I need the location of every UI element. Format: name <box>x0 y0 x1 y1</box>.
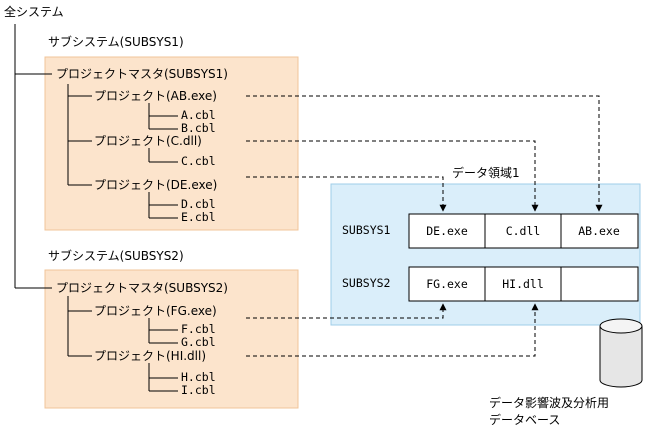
subsystem-2-label: サブシステム(SUBSYS2) <box>48 249 184 263</box>
project-c-label: プロジェクト(C.dll) <box>94 134 202 148</box>
data-cell-hi-dll: HI.dll <box>502 277 544 291</box>
file-g: G.cbl <box>181 335 216 349</box>
data-cell-c-dll: C.dll <box>505 224 541 238</box>
database-label-line1: データ影響波及分析用 <box>489 396 610 410</box>
data-cell-ab-exe: AB.exe <box>578 224 620 238</box>
subsystem-1-label: サブシステム(SUBSYS1) <box>48 35 184 49</box>
data-area-title: データ領域1 <box>452 166 520 180</box>
arrow-hi-dll <box>246 303 539 357</box>
tree-lines <box>14 24 178 392</box>
file-i: I.cbl <box>181 383 216 397</box>
file-e: E.cbl <box>181 210 216 224</box>
reference-arrows <box>246 95 603 357</box>
master-2-label: プロジェクトマスタ(SUBSYS2) <box>56 281 228 295</box>
data-cell-fg-exe: FG.exe <box>426 277 468 291</box>
master-1-label: プロジェクトマスタ(SUBSYS1) <box>56 67 228 81</box>
file-c: C.cbl <box>181 154 216 168</box>
root-label: 全システム <box>4 5 64 19</box>
file-h: H.cbl <box>181 370 216 384</box>
data-cell-de-exe: DE.exe <box>426 224 468 238</box>
master-box-subsys2 <box>44 269 299 409</box>
data-area-box <box>330 183 641 326</box>
file-d: D.cbl <box>181 197 216 211</box>
arrow-fg-exe <box>246 303 447 319</box>
arrow-ab-exe <box>246 95 603 212</box>
project-ab-label: プロジェクト(AB.exe) <box>94 89 217 103</box>
file-b: B.cbl <box>181 121 216 135</box>
database-icon <box>599 318 643 388</box>
data-row-1-label: SUBSYS1 <box>342 223 391 237</box>
file-f: F.cbl <box>181 322 216 336</box>
data-cell-empty <box>561 267 637 301</box>
data-row-2-label: SUBSYS2 <box>342 276 391 290</box>
arrow-de-exe <box>246 176 447 212</box>
data-row-subsys1-box <box>408 213 639 249</box>
project-de-label: プロジェクト(DE.exe) <box>94 178 218 192</box>
data-row-subsys2-box <box>408 266 639 302</box>
file-a: A.cbl <box>181 108 216 122</box>
arrow-c-dll <box>246 140 539 212</box>
project-fg-label: プロジェクト(FG.exe) <box>94 304 217 318</box>
master-box-subsys1 <box>44 56 299 231</box>
database-label-line2: データベース <box>489 413 561 427</box>
project-hi-label: プロジェクト(HI.dll) <box>94 349 207 363</box>
